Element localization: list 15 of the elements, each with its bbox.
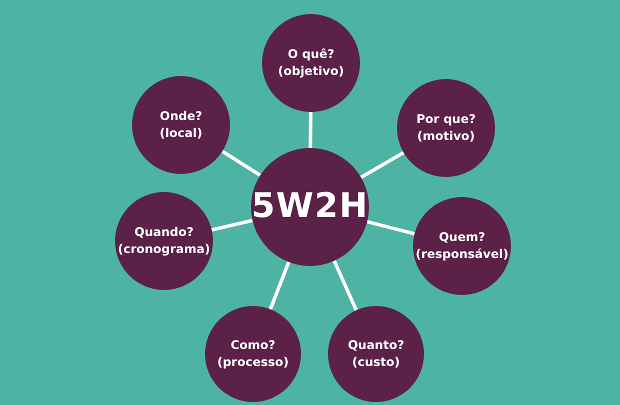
connector-line [332, 260, 358, 311]
topic-label: O quê? (objetivo) [277, 46, 345, 80]
topic-label: Como? (processo) [216, 336, 290, 371]
topic-label: Por que? (motivo) [415, 110, 477, 145]
topic-label: Quando? (cronograma) [116, 224, 212, 258]
connector-line [308, 112, 312, 148]
connector-line [360, 151, 404, 179]
topic-label: Quanto? (custo) [346, 336, 406, 371]
connector-line [221, 150, 262, 177]
connector-line [366, 220, 415, 236]
center-title: 5W2H [250, 185, 370, 228]
connector-line [268, 261, 290, 310]
topic-label: Onde? (local) [158, 108, 204, 142]
connector-line [211, 218, 253, 232]
topic-label: Quem? (responsável) [414, 228, 510, 263]
